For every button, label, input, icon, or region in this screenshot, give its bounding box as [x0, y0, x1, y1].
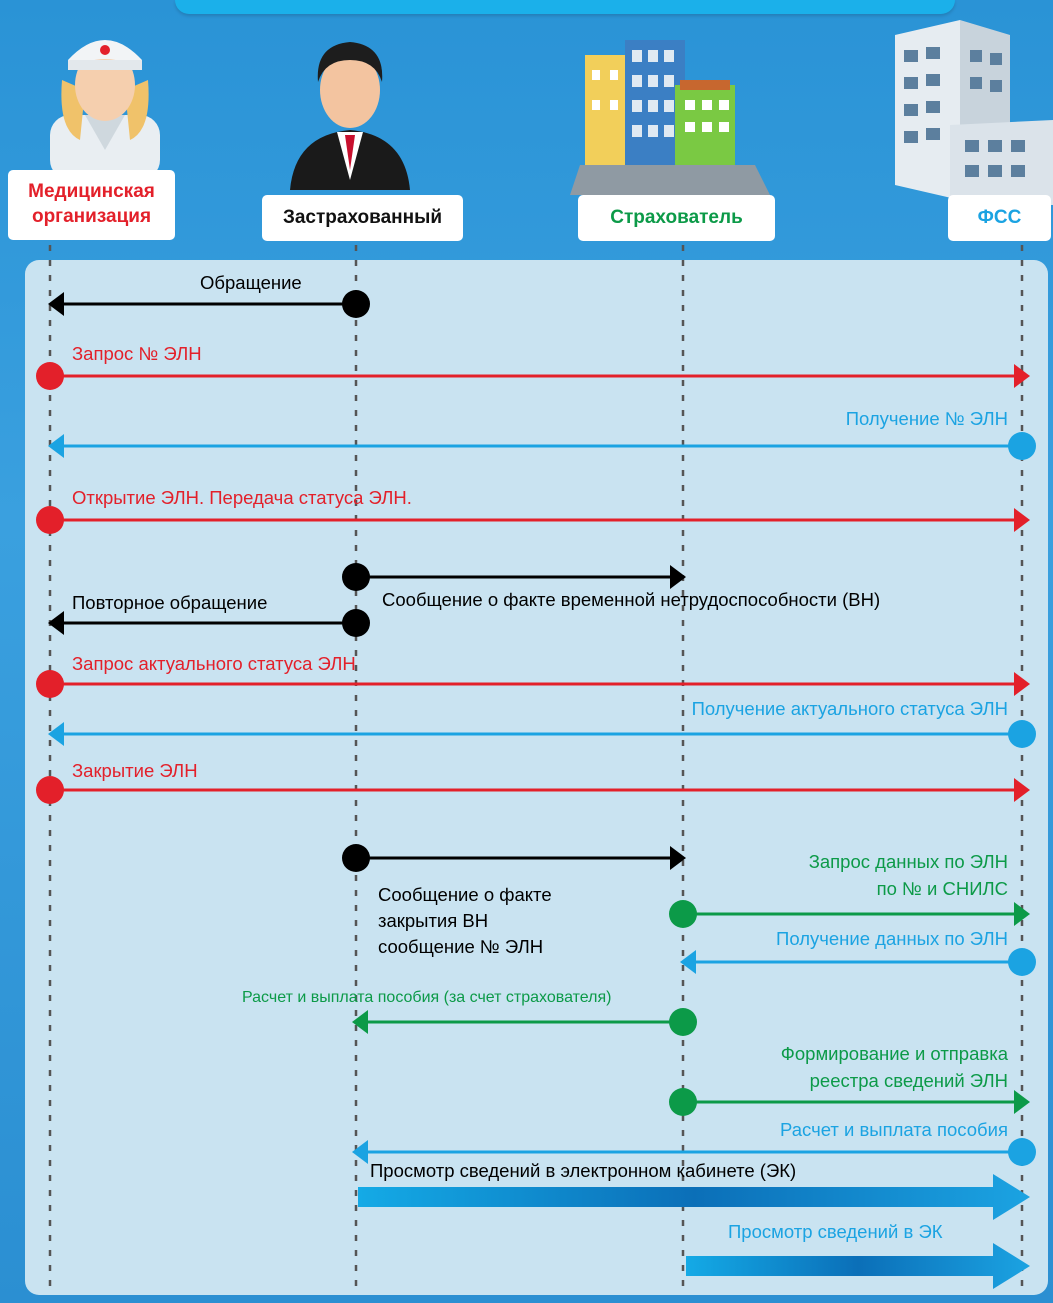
arrow-m2	[36, 362, 1030, 390]
msg-m10-line3: сообщение № ЭЛН	[378, 935, 544, 957]
msg-m13-label: Расчет и выплата пособия (за счет страхо…	[242, 989, 612, 1006]
msg-m9-label: Закрытие ЭЛН	[72, 760, 198, 781]
msg-m8-label: Получение актуального статуса ЭЛН	[691, 698, 1008, 719]
nurse-icon	[50, 40, 160, 180]
med-org-label: Медицинская организация	[8, 170, 175, 240]
fss-label: ФСС	[948, 195, 1051, 241]
arrow-m14	[669, 1088, 1030, 1116]
arrow-m11	[669, 900, 1030, 928]
med-org-label-line2: организация	[31, 206, 152, 227]
arrow-m5	[342, 563, 686, 591]
fss-building-icon	[895, 20, 1053, 205]
arrow-m1	[48, 290, 370, 318]
msg-m10-line2: закрытия ВН	[378, 909, 489, 931]
msg-m14-line2: реестра сведений ЭЛН	[809, 1069, 1008, 1091]
diagram-panel	[25, 260, 1048, 1295]
msg-m7-label: Запрос актуального статуса ЭЛН	[72, 653, 356, 674]
arrow-m7	[36, 670, 1030, 698]
fss-label-text: ФСС	[977, 206, 1022, 228]
msg-m14-label: Формирование и отправка реестра сведений…	[781, 1041, 1008, 1095]
msg-m3-label: Получение № ЭЛН	[845, 408, 1008, 429]
msg-m2-label: Запрос № ЭЛН	[72, 343, 202, 364]
msg-m12-label: Получение данных по ЭЛН	[776, 928, 1008, 949]
med-org-label-line1: Медицинская	[28, 181, 155, 203]
msg-m14-line1: Формирование и отправка	[780, 1043, 1008, 1064]
arrow-m13	[352, 1008, 697, 1036]
top-banner	[175, 0, 955, 14]
arrow-m10	[342, 844, 686, 872]
employer-label-text: Страхователь	[610, 206, 743, 228]
msg-m16-label: Просмотр сведений в электронном кабинете…	[370, 1160, 797, 1181]
employer-buildings-icon	[570, 40, 770, 195]
msg-m17-label: Просмотр сведений в ЭК	[728, 1221, 943, 1242]
arrow-m12	[680, 948, 1036, 976]
arrow-m9	[36, 776, 1030, 804]
arrow-m6	[48, 609, 370, 637]
insured-person-icon	[290, 42, 410, 190]
msg-m6-label: Повторное обращение	[72, 592, 268, 613]
msg-m11-line1: Запрос данных по ЭЛН	[808, 851, 1008, 872]
insured-label-text: Застрахованный	[282, 206, 443, 228]
insured-label: Застрахованный	[262, 195, 463, 241]
employer-label: Страхователь	[578, 195, 775, 241]
arrow-m4	[36, 506, 1030, 534]
msg-m10-label: Сообщение о факте закрытия ВН сообщение …	[378, 882, 552, 960]
arrow-m3	[48, 432, 1036, 460]
msg-m10-line1: Сообщение о факте	[378, 884, 552, 905]
msg-m5-label: Сообщение о факте временной нетрудоспосо…	[382, 589, 881, 610]
msg-m11-label: Запрос данных по ЭЛН по № и СНИЛС	[809, 849, 1008, 903]
msg-m11-line2: по № и СНИЛС	[876, 877, 1008, 899]
big-arrow-m16	[358, 1174, 1030, 1220]
arrow-m8	[48, 720, 1036, 748]
arrow-m15	[352, 1138, 1036, 1166]
msg-m1-label: Обращение	[200, 272, 302, 293]
msg-m15-label: Расчет и выплата пособия	[780, 1119, 1008, 1140]
big-arrow-m17	[686, 1243, 1030, 1289]
msg-m4-label: Открытие ЭЛН. Передача статуса ЭЛН.	[72, 487, 412, 508]
